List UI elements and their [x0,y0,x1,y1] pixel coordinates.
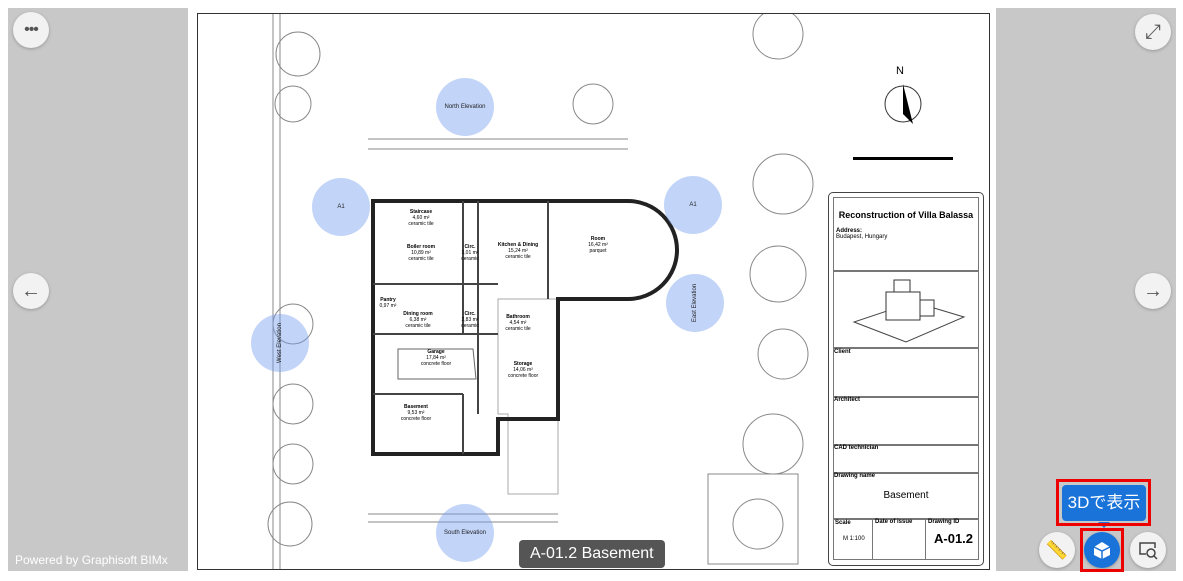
more-button[interactable]: ••• [13,12,49,48]
ruler-icon: 📏 [1045,539,1069,560]
building-3d-thumbnail [833,271,979,348]
drawing-name: Basement [883,490,929,501]
cube-icon [1093,542,1111,559]
arrow-left-icon: ← [21,279,41,302]
zoom-region-button[interactable] [1130,532,1166,568]
north-elevation-marker[interactable]: North Elevation [436,78,494,136]
drawing-sheet[interactable]: N North Elevation South Elevation A1 A1 … [197,13,990,570]
svg-text:N: N [896,65,904,77]
expand-icon: ⤢ [1145,20,1161,43]
east-elevation-marker[interactable]: East Elevation [666,274,724,332]
floor-plan: N [267,14,953,569]
powered-by: Powered by Graphisoft BIMx [15,553,168,567]
a1-marker-west[interactable]: A1 [312,178,370,236]
fullscreen-button[interactable]: ⤢ [1135,14,1171,50]
zoom-region-icon [1139,542,1158,560]
north-arrow: N [884,65,922,124]
arrow-right-icon: → [1143,279,1163,302]
previous-button[interactable]: ← [13,273,49,309]
next-button[interactable]: → [1135,273,1171,309]
view-3d-button[interactable] [1084,532,1120,568]
scale-bar [853,157,953,160]
view-3d-tooltip: 3Dで表示 [1062,485,1146,528]
project-title: Reconstruction of Villa Balassa [838,210,974,220]
more-icon: ••• [24,21,39,38]
west-elevation-marker[interactable]: West Elevation [251,314,309,372]
measure-button[interactable]: 📏 [1039,532,1075,568]
sheet-caption: A-01.2 Basement [519,540,665,568]
drawing-id: A-01.2 [934,531,974,546]
title-block: Reconstruction of Villa Balassa Address:… [828,192,984,566]
south-elevation-marker[interactable]: South Elevation [436,504,494,562]
a1-marker-east[interactable]: A1 [664,176,722,234]
